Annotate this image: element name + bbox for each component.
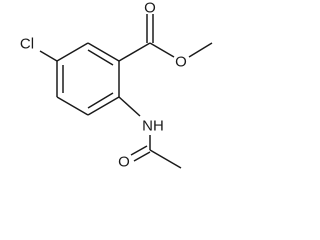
benzene-ring [56,42,120,116]
amide-nitrogen-label: NH [142,118,164,135]
ring-bond [56,42,89,62]
ring-bond [56,96,89,116]
amide-oxygen-label: O [118,154,130,171]
bond [39,50,58,62]
double-bond [130,145,148,156]
chemical-structure-diagram: O O Cl NH O [20,0,213,171]
acetamido-group: NH O [118,96,182,171]
ring-double-bond [87,49,114,66]
bond [149,149,182,169]
methyl-ester-group: O O [118,0,213,71]
chlorine-label: Cl [20,36,34,53]
double-bond [133,151,151,162]
bond [118,42,151,62]
ring-double-bond [87,92,114,109]
bond [188,42,213,58]
bond [149,42,175,58]
ring-bond [87,42,120,62]
ring-bond [87,96,120,116]
chloro-substituent: Cl [20,36,58,62]
ester-oxygen-label: O [175,54,187,71]
carbonyl-oxygen-label: O [144,0,156,17]
bond [118,96,141,117]
